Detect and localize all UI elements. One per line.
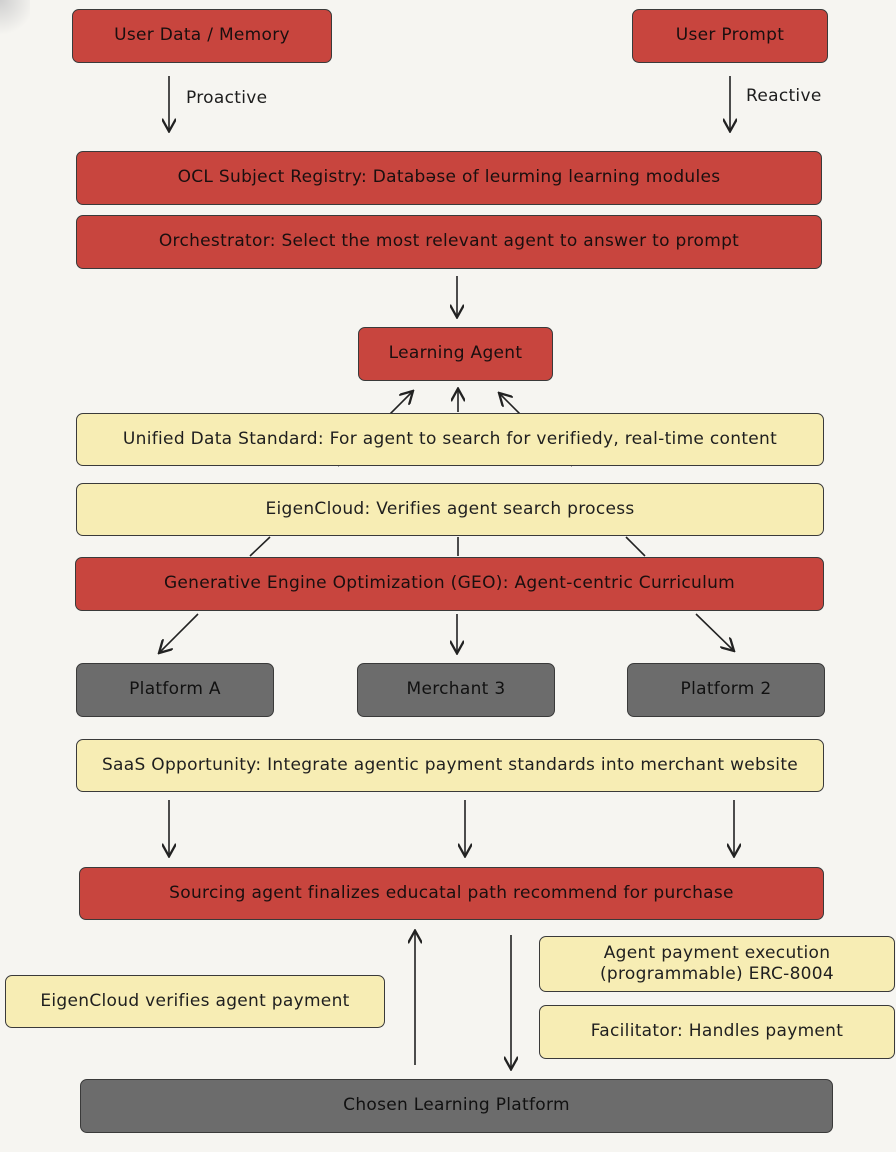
arrow-geo-to-platform-a bbox=[160, 613, 199, 652]
facilitator-box: Facilitator: Handles payment bbox=[539, 1005, 895, 1059]
platform-a-box: Platform A bbox=[76, 663, 274, 717]
user-prompt-label: User Prompt bbox=[675, 25, 785, 46]
orchestrator-label: Orchestrator: Select the most relevant a… bbox=[158, 231, 740, 252]
eigencloud-search-box: EigenCloud: Verifies agent search proces… bbox=[76, 483, 824, 536]
proactive-label: Proactive bbox=[186, 88, 268, 108]
sourcing-agent-label: Sourcing agent finalizes educatal path r… bbox=[169, 882, 734, 903]
chosen-learning-platform-label: Chosen Learning Platform bbox=[343, 1095, 570, 1116]
agent-payment-box: Agent payment execution (programmable) E… bbox=[539, 936, 895, 992]
geo-box: Generative Engine Optimization (GEO): Ag… bbox=[75, 557, 824, 611]
eigencloud-payment-label: EigenCloud verifies agent payment bbox=[40, 990, 350, 1011]
platform-2-box: Platform 2 bbox=[627, 663, 825, 717]
eigencloud-payment-box: EigenCloud verifies agent payment bbox=[5, 975, 385, 1028]
agent-payment-line2: (programmable) ERC-8004 bbox=[599, 964, 835, 984]
learning-agent-label: Learning Agent bbox=[388, 343, 523, 364]
arrow-geo-to-platform-2 bbox=[695, 613, 733, 650]
reactive-label: Reactive bbox=[746, 86, 822, 106]
saas-opportunity-label: SaaS Opportunity: Integrate agentic paym… bbox=[101, 754, 799, 775]
line-diagonal-left-lower bbox=[249, 536, 271, 557]
user-data-memory-box: User Data / Memory bbox=[72, 9, 332, 63]
merchant-3-label: Merchant 3 bbox=[406, 679, 506, 700]
geo-label: Generative Engine Optimization (GEO): Ag… bbox=[163, 573, 736, 594]
agent-payment-line1: Agent payment execution bbox=[603, 942, 831, 963]
user-prompt-box: User Prompt bbox=[632, 9, 828, 63]
unified-data-standard-box: Unified Data Standard: For agent to sear… bbox=[76, 413, 824, 466]
ocl-registry-box: OCL Subject Registry: Databǝse of leurmi… bbox=[76, 151, 822, 205]
saas-opportunity-box: SaaS Opportunity: Integrate agentic paym… bbox=[76, 739, 824, 792]
user-data-memory-label: User Data / Memory bbox=[114, 25, 290, 46]
corner-shadow bbox=[0, 0, 30, 40]
line-diagonal-right-lower bbox=[625, 536, 646, 557]
ocl-registry-label: OCL Subject Registry: Databǝse of leurmi… bbox=[177, 167, 721, 188]
platform-a-label: Platform A bbox=[129, 679, 221, 700]
platform-2-label: Platform 2 bbox=[680, 679, 772, 700]
facilitator-label: Facilitator: Handles payment bbox=[590, 1021, 844, 1042]
merchant-3-box: Merchant 3 bbox=[357, 663, 555, 717]
learning-agent-box: Learning Agent bbox=[358, 327, 553, 381]
sourcing-agent-box: Sourcing agent finalizes educatal path r… bbox=[79, 867, 824, 920]
eigencloud-search-label: EigenCloud: Verifies agent search proces… bbox=[265, 498, 635, 519]
chosen-learning-platform-box: Chosen Learning Platform bbox=[80, 1079, 833, 1133]
orchestrator-box: Orchestrator: Select the most relevant a… bbox=[76, 215, 822, 269]
unified-data-standard-label: Unified Data Standard: For agent to sear… bbox=[122, 428, 778, 449]
